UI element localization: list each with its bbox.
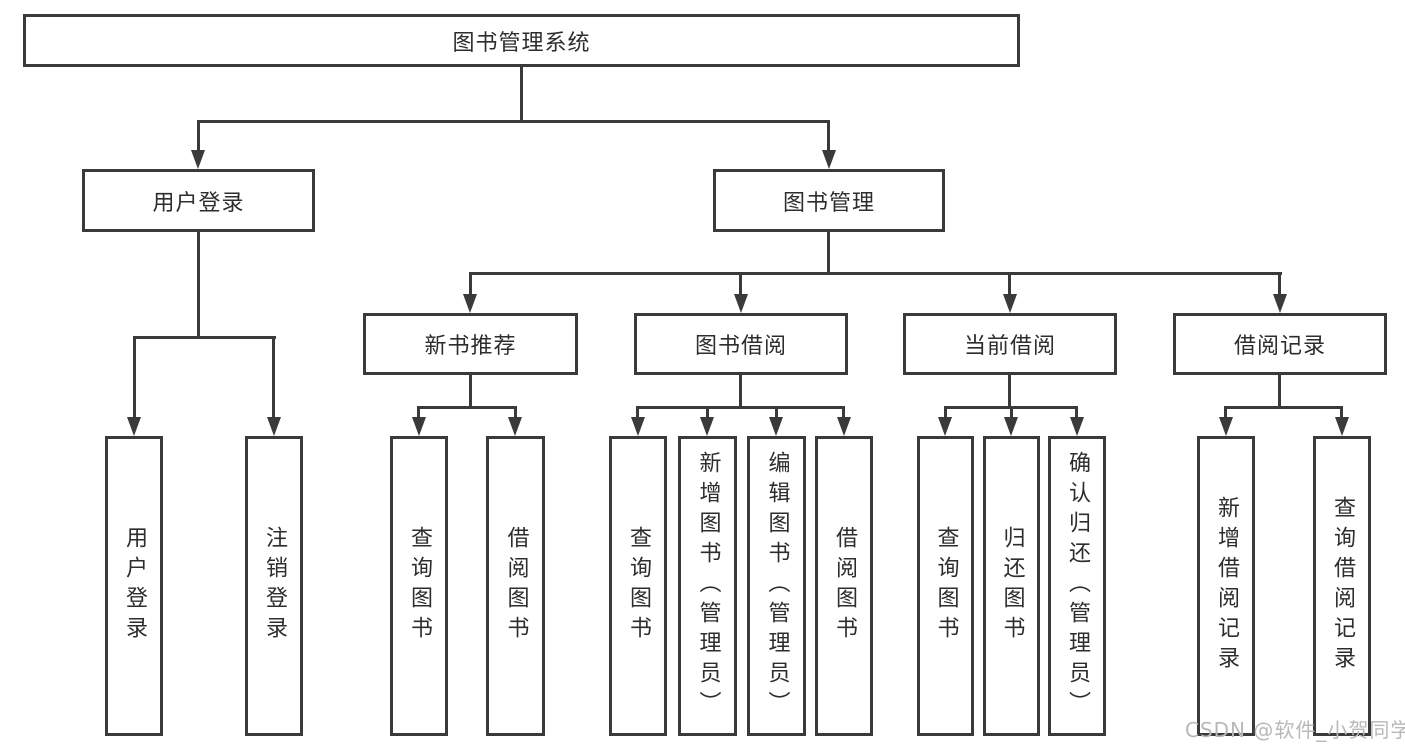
connector-arrowhead-bor-leaf2 [700,417,714,436]
connector-drop-user-login [197,120,200,151]
connector-drop-bor-leaf2 [706,406,709,418]
connector-arrowhead-rec-leaf1 [412,417,426,436]
node-book-borrowing: 图书借阅 [634,313,848,375]
connector-root-stem [520,67,523,120]
connector-drop-book-management [827,120,830,151]
connector-drop-rec-leaf1 [417,406,420,418]
connector-drop-bor-leaf1 [636,406,639,418]
leaf-query-books-borrowing: 查询图书 [609,436,667,736]
connector-rec-rail [417,406,517,409]
connector-arrowhead-recs-leaf1 [1219,417,1233,436]
leaf-add-borrow-record-label: 新增借阅记录 [1214,496,1239,676]
connector-login-rail [133,336,276,339]
connector-arrowhead-user-login [191,150,205,169]
leaf-query-books-recommend: 查询图书 [390,436,448,736]
leaf-borrow-books-recommend-label: 借阅图书 [503,526,529,646]
leaf-edit-books-admin: 编辑图书（管理员） [747,436,806,736]
connector-arrowhead-cur-leaf1 [938,417,952,436]
leaf-logout-label: 注销登录 [262,526,287,646]
leaf-borrow-books: 借阅图书 [815,436,873,736]
leaf-edit-books-admin-label: 编辑图书（管理员） [764,451,790,721]
leaf-logout: 注销登录 [245,436,303,736]
node-library-management-system: 图书管理系统 [23,14,1020,67]
connector-arrowhead-borrowing-records [1273,294,1287,313]
leaf-query-borrow-record: 查询借阅记录 [1313,436,1371,736]
leaf-query-borrow-record-label: 查询借阅记录 [1330,496,1355,676]
connector-rec-stem [469,375,472,406]
connector-arrowhead-new-book-recommendation [463,294,477,313]
node-library-management-system-label: 图书管理系统 [452,30,591,56]
connector-drop-current-borrowing [1008,272,1011,295]
connector-arrowhead-book-borrowing [734,294,748,313]
leaf-add-books-admin-label: 新增图书（管理员） [695,451,721,721]
connector-arrowhead-current-borrowing [1003,294,1017,313]
leaf-confirm-return-admin-label: 确认归还（管理员） [1065,451,1090,721]
connector-drop-recs-leaf1 [1224,406,1227,418]
node-user-login: 用户登录 [82,169,315,232]
connector-drop-cur-leaf2 [1010,406,1013,418]
leaf-query-books-current-label: 查询图书 [933,526,959,646]
connector-arrowhead-leaf-user-login [127,417,141,436]
node-book-management: 图书管理 [713,169,945,232]
leaf-query-books-current: 查询图书 [917,436,974,736]
connector-mgmt-stem [827,232,830,272]
connector-bor-rail [636,406,845,409]
connector-drop-bor-leaf3 [775,406,778,418]
connector-mgmt-rail [469,272,1282,275]
node-new-book-recommendation-label: 新书推荐 [424,334,517,359]
node-new-book-recommendation: 新书推荐 [363,313,578,375]
leaf-borrow-books-recommend: 借阅图书 [486,436,545,736]
leaf-return-books: 归还图书 [983,436,1040,736]
connector-recs-rail [1224,406,1343,409]
connector-cur-stem [1008,375,1011,406]
connector-arrowhead-leaf-logout [267,417,281,436]
connector-login-stem [197,232,200,336]
connector-arrowhead-cur-leaf3 [1070,417,1084,436]
node-current-borrowing-label: 当前借阅 [963,334,1056,359]
connector-drop-leaf-logout [272,336,275,418]
leaf-user-login-label: 用户登录 [122,526,147,646]
leaf-return-books-label: 归还图书 [999,526,1025,646]
leaf-add-borrow-record: 新增借阅记录 [1197,436,1255,736]
leaf-confirm-return-admin: 确认归还（管理员） [1048,436,1106,736]
node-current-borrowing: 当前借阅 [903,313,1117,375]
node-borrowing-records: 借阅记录 [1173,313,1387,375]
connector-drop-book-borrowing [739,272,742,295]
connector-bor-stem [739,375,742,406]
csdn-watermark: CSDN @软件_小贺同学 [1185,718,1405,742]
connector-arrowhead-bor-leaf4 [837,417,851,436]
connector-drop-cur-leaf3 [1075,406,1078,418]
connector-arrowhead-bor-leaf1 [631,417,645,436]
leaf-query-books-recommend-label: 查询图书 [407,526,432,646]
leaf-add-books-admin: 新增图书（管理员） [678,436,737,736]
leaf-query-books-borrowing-label: 查询图书 [626,526,651,646]
connector-arrowhead-cur-leaf2 [1004,417,1018,436]
connector-drop-borrowing-records [1278,272,1281,295]
node-borrowing-records-label: 借阅记录 [1233,334,1326,359]
leaf-borrow-books-label: 借阅图书 [832,526,857,646]
connector-drop-cur-leaf1 [944,406,947,418]
connector-drop-rec-leaf2 [514,406,517,418]
connector-drop-recs-leaf2 [1340,406,1343,418]
connector-drop-leaf-user-login [133,336,136,418]
connector-drop-new-book-recommendation [469,272,472,295]
connector-arrowhead-rec-leaf2 [508,417,522,436]
leaf-user-login: 用户登录 [105,436,163,736]
connector-arrowhead-book-management [822,150,836,169]
connector-root-rail [197,120,830,123]
connector-drop-bor-leaf4 [842,406,845,418]
node-book-management-label: 图书管理 [782,190,875,216]
connector-recs-stem [1278,375,1281,406]
node-book-borrowing-label: 图书借阅 [694,334,787,359]
connector-arrowhead-bor-leaf3 [769,417,783,436]
node-user-login-label: 用户登录 [152,190,245,216]
connector-arrowhead-recs-leaf2 [1335,417,1349,436]
